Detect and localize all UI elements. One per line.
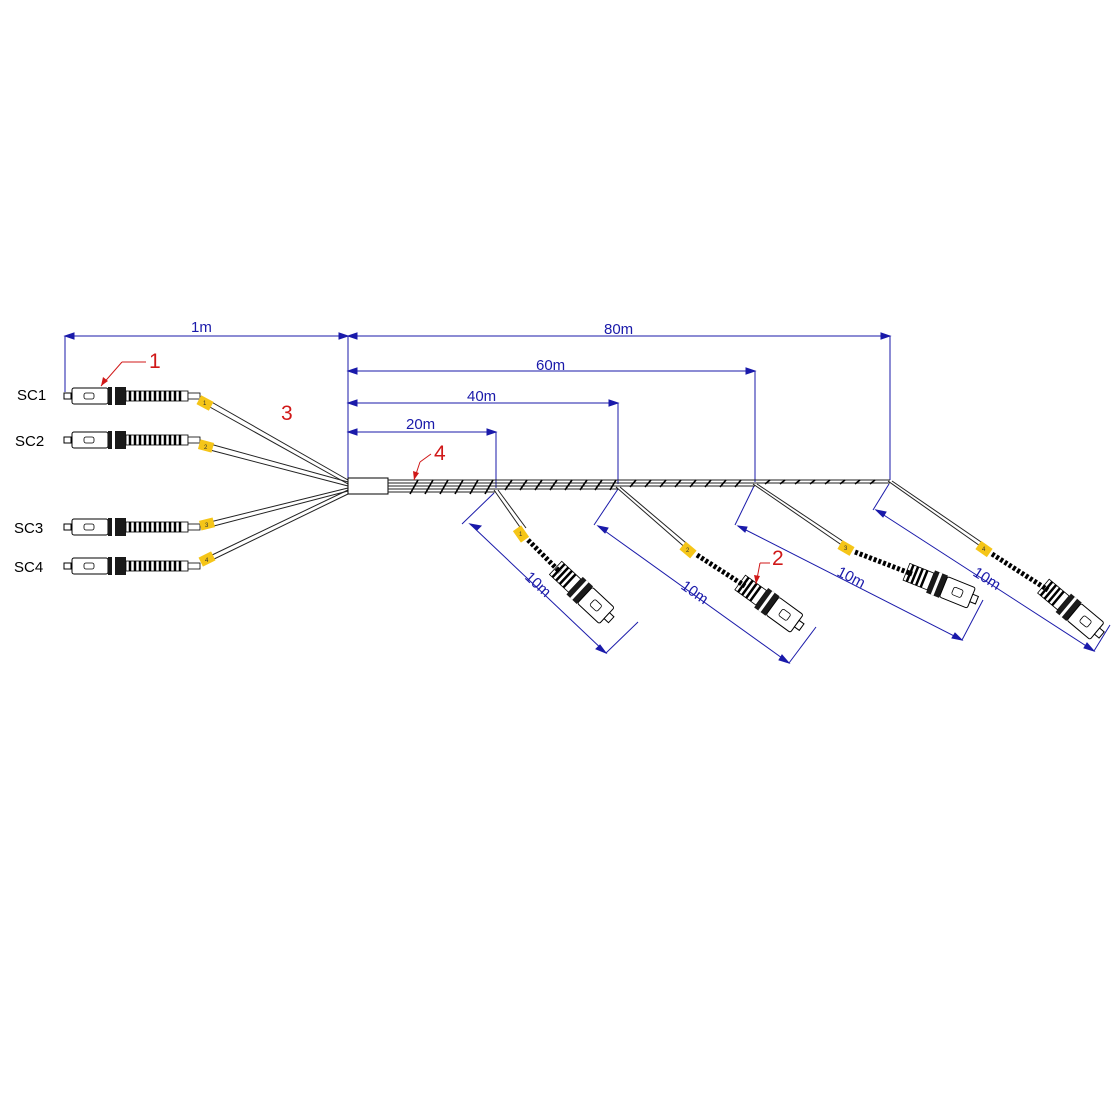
svg-text:3: 3 [205, 523, 209, 529]
svg-text:2: 2 [686, 548, 690, 554]
connector-sc1 [62, 385, 202, 407]
svg-text:4: 4 [205, 558, 209, 564]
dimension-label-60m: 60m [536, 357, 565, 374]
dimension-drop-3 [734, 485, 984, 641]
connector-label-sc3: SC3 [14, 520, 43, 537]
dimension-drop-4 [872, 483, 1111, 652]
trunk-cable [388, 479, 890, 495]
callout-label-2: 2 [772, 547, 784, 570]
callout-label-3: 3 [281, 402, 293, 425]
dimension-breakout-60m [346, 367, 757, 482]
label-tag: 3 [837, 540, 855, 556]
dimension-labels: 1m 80m 60m 40m 20m 10m 10m 10m 10m [191, 319, 1004, 608]
label-tag: 2 [197, 439, 215, 453]
dimension-trunk-80m [346, 332, 892, 480]
svg-text:3: 3 [844, 546, 848, 552]
breakout-box [347, 477, 389, 495]
dimension-label-drop-1: 10m [521, 568, 554, 600]
svg-text:2: 2 [204, 445, 208, 451]
dimension-lines [63, 332, 1111, 664]
callout-label-4: 4 [434, 442, 446, 465]
dimension-label-40m: 40m [467, 388, 496, 405]
callout-1: 1 [100, 350, 161, 387]
callout-2: 2 [754, 547, 784, 585]
fanout-cables [207, 399, 349, 562]
callout-3: 3 [281, 402, 293, 425]
label-tag: 4 [975, 540, 993, 558]
connector-label-sc4: SC4 [14, 559, 43, 576]
drop-connector-4 [990, 551, 1111, 646]
connector-sc2 [62, 429, 202, 451]
svg-text:1: 1 [519, 532, 523, 538]
connector-sc4 [62, 555, 202, 577]
dimension-label-1m: 1m [191, 319, 212, 336]
drop-connector-1 [526, 538, 621, 630]
connector-label-sc1: SC1 [17, 387, 46, 404]
drop-connector-2 [695, 552, 810, 639]
callout-label-1: 1 [149, 350, 161, 373]
svg-text:1: 1 [203, 401, 207, 407]
dimension-drop-1 [461, 492, 639, 655]
label-tag: 4 [198, 551, 216, 567]
dimension-label-20m: 20m [406, 416, 435, 433]
drop-cables [493, 480, 988, 551]
dimension-breakout-20m [346, 428, 498, 488]
label-tag: 1 [512, 525, 530, 543]
dimension-label-80m: 80m [604, 321, 633, 338]
drop-connector-3 [854, 549, 983, 613]
dimension-fanout-1m [63, 332, 350, 480]
connector-sc3 [62, 516, 202, 538]
callout-4: 4 [413, 442, 446, 481]
svg-text:4: 4 [982, 547, 986, 553]
label-tag: 2 [679, 541, 697, 559]
connector-labels: SC1 SC2 SC3 SC4 [14, 387, 46, 576]
drop-connectors [526, 538, 1111, 646]
dimension-label-drop-3: 10m [834, 563, 868, 591]
left-label-tags: 1 2 3 4 [196, 395, 216, 567]
label-tag: 1 [196, 395, 214, 411]
dimension-breakout-40m [346, 399, 620, 484]
drop-label-tags: 1 2 3 4 [512, 525, 993, 559]
label-tag: 3 [198, 517, 216, 531]
dimension-drop-2 [593, 488, 817, 664]
callouts: 1 2 3 4 [100, 350, 784, 585]
connector-label-sc2: SC2 [15, 433, 44, 450]
